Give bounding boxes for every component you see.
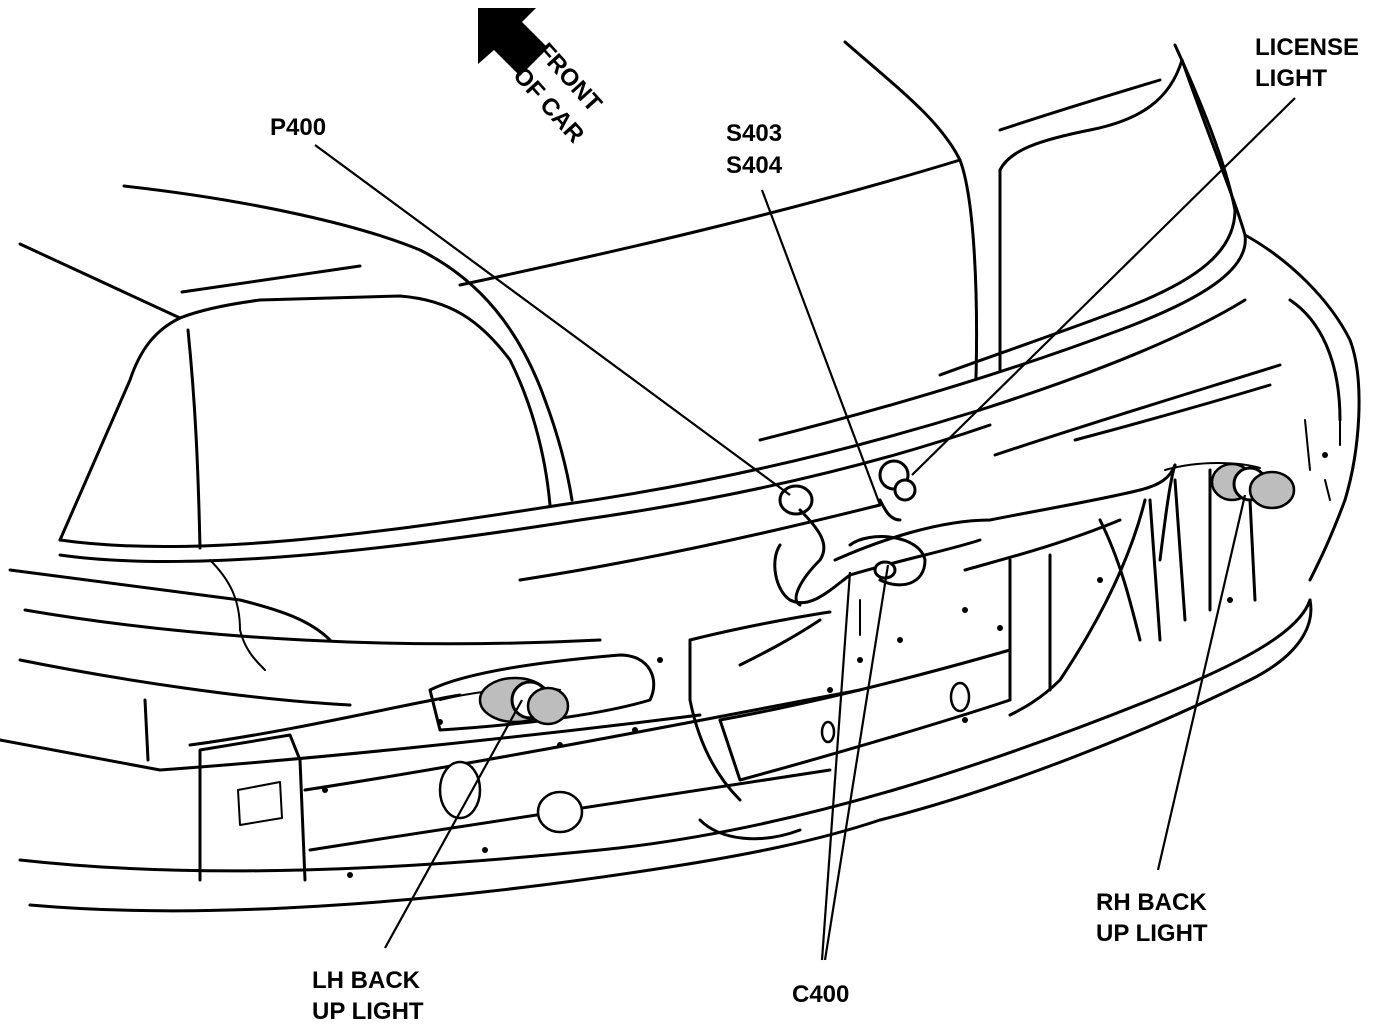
lh-backup-label-line1: LH BACK — [312, 967, 421, 994]
lh-backup-leader — [384, 699, 523, 949]
s403-s404-leader — [760, 189, 882, 506]
lh-backup-label-line2: UP LIGHT — [312, 998, 424, 1025]
p400-label: P400 — [270, 114, 326, 141]
rh-backup-label-line1: RH BACK — [1096, 889, 1207, 916]
s404-label: S404 — [726, 152, 783, 179]
rh-backup-light-assembly — [1164, 462, 1296, 510]
c400-label: C400 — [792, 981, 849, 1008]
leader-lines — [314, 97, 1296, 961]
license-light-label-line2: LIGHT — [1255, 65, 1327, 92]
c400-leader-1 — [820, 571, 852, 961]
rh-backup-leader — [1156, 494, 1247, 871]
wiring-harness — [738, 459, 1177, 717]
rear-bumper-panel — [18, 452, 1328, 913]
s403-label: S403 — [726, 120, 782, 147]
c400-leader-2 — [823, 564, 890, 961]
rh-backup-label-line2: UP LIGHT — [1096, 920, 1208, 947]
p400-leader — [314, 144, 791, 496]
lh-backup-light-assembly — [428, 653, 656, 732]
car-body-outline — [0, 40, 1361, 772]
license-light-label-line1: LICENSE — [1255, 34, 1359, 61]
front-of-car-arrow-icon — [478, 8, 548, 76]
license-light-leader — [911, 97, 1296, 476]
